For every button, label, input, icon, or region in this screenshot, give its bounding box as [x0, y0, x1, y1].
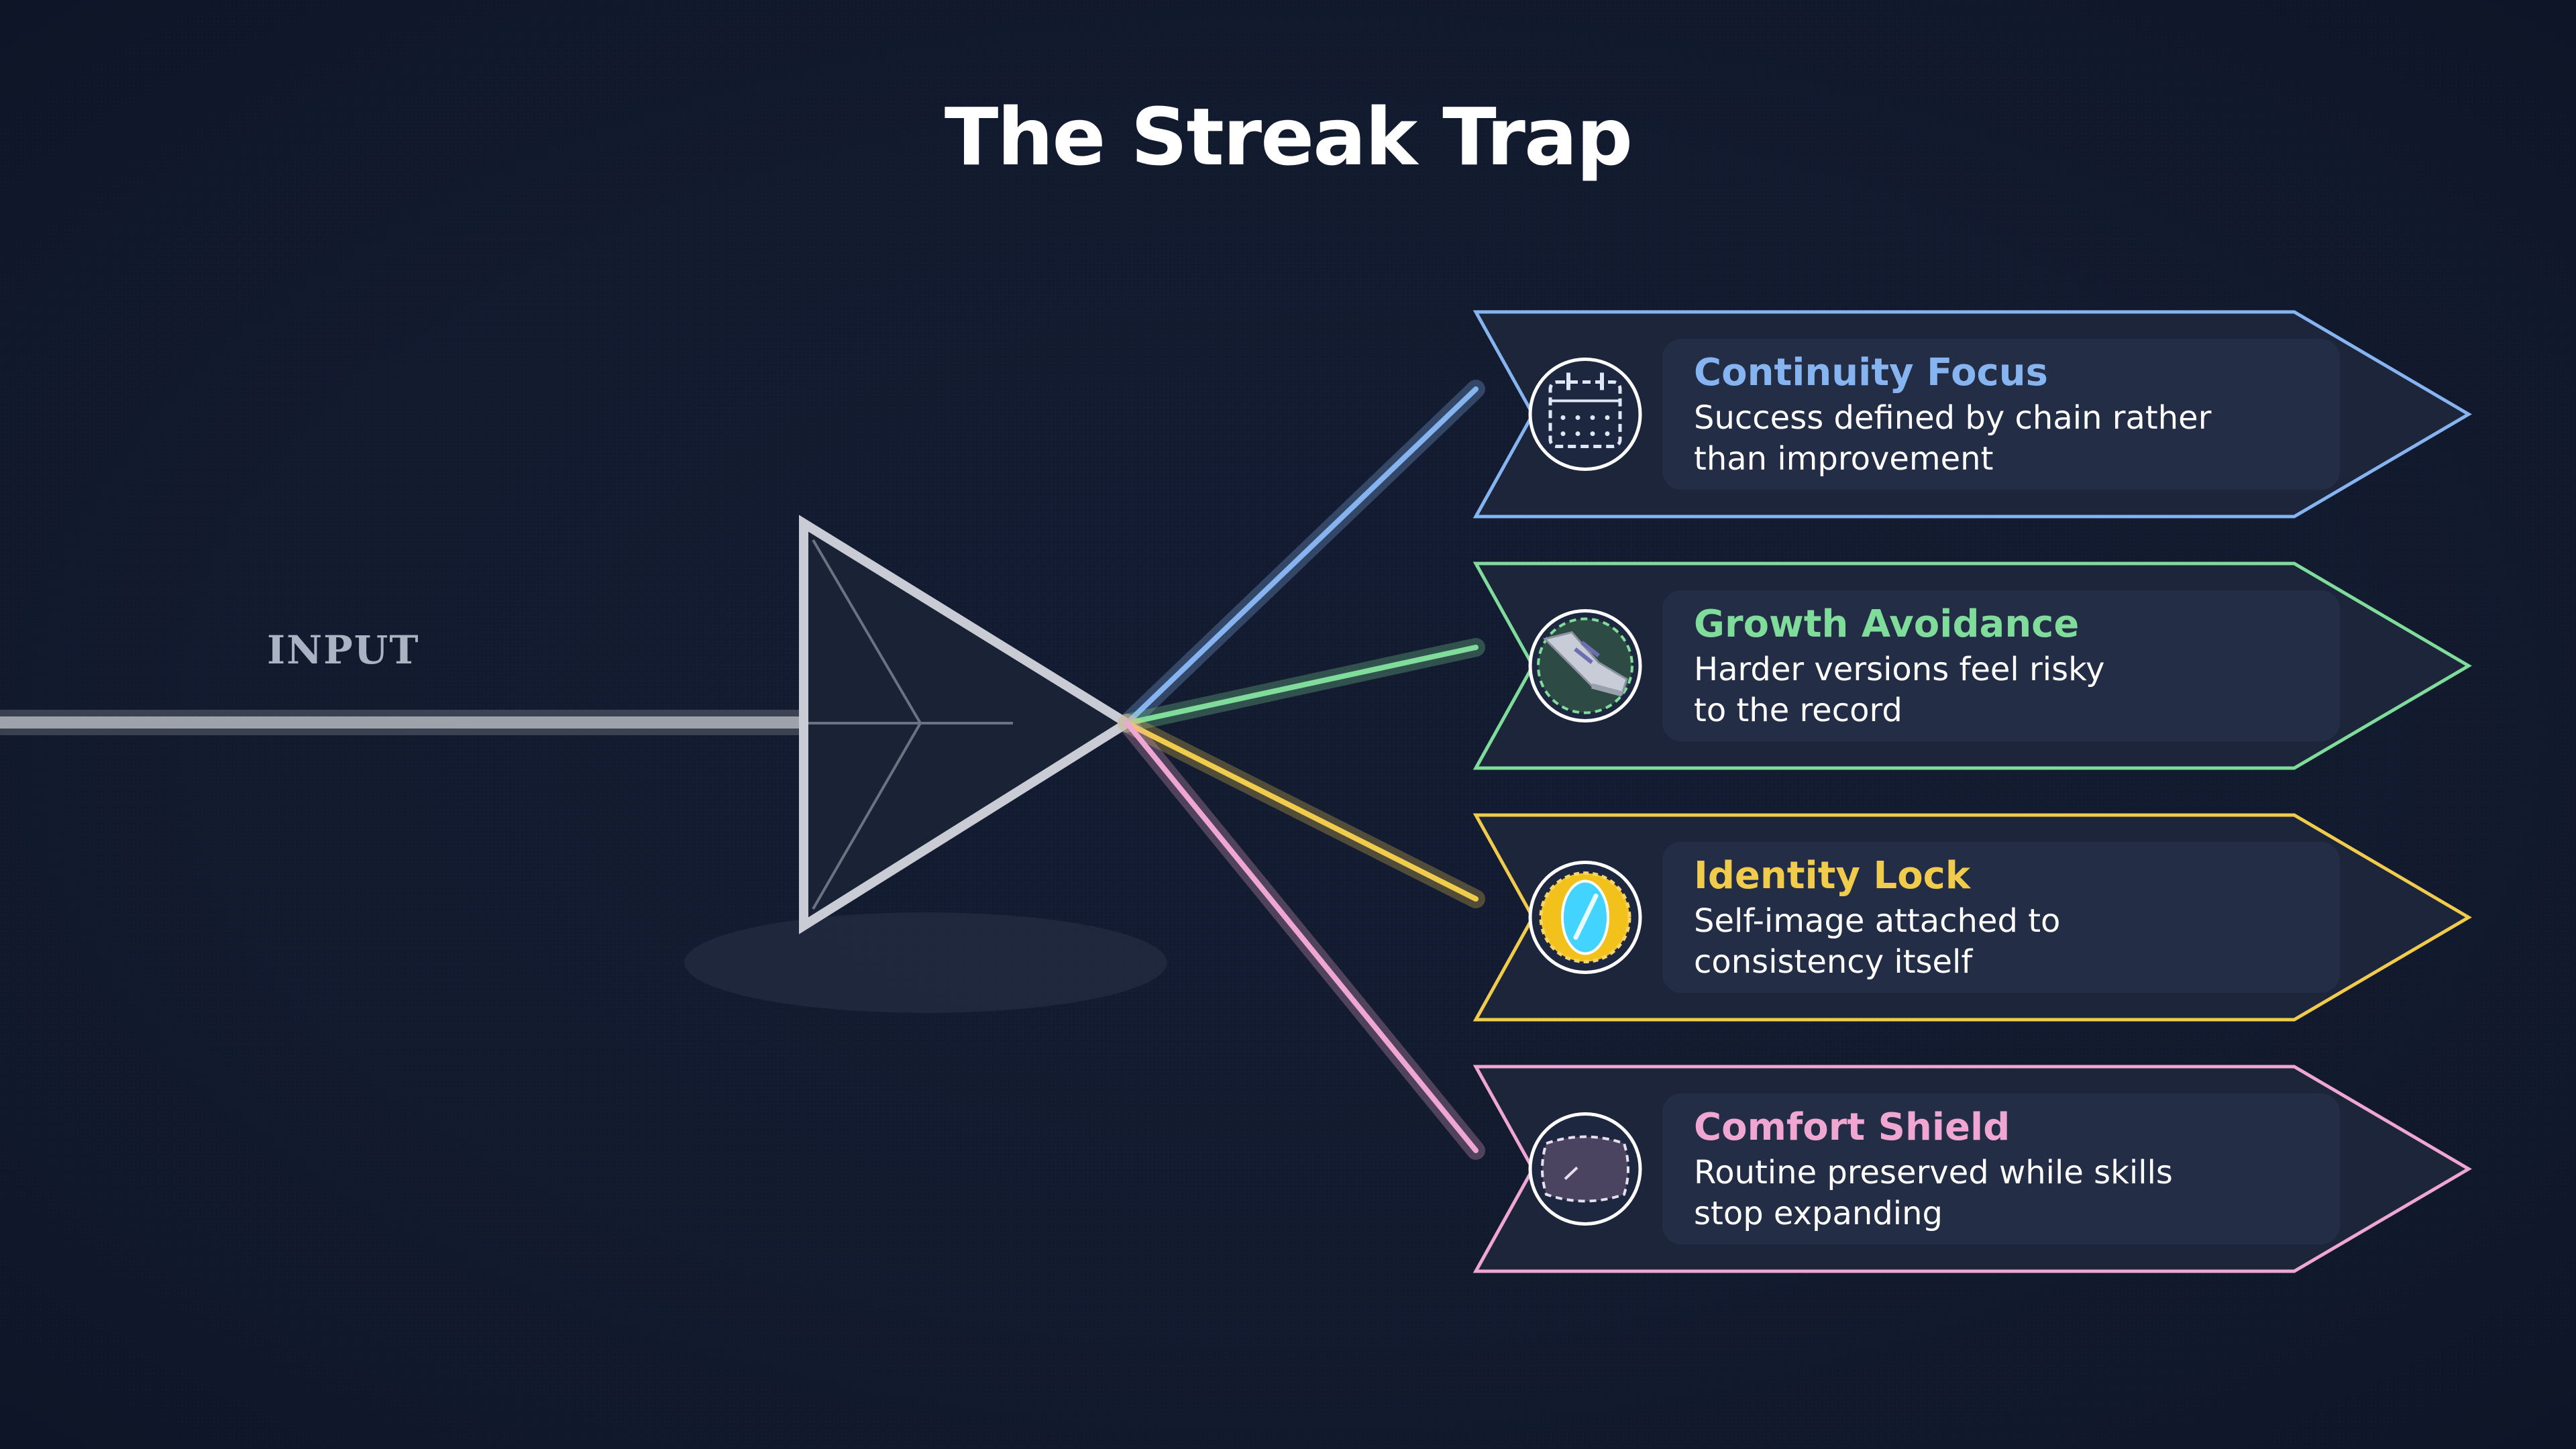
- output-description-line-2: consistency itself: [1694, 943, 1973, 981]
- output-description: Routine preserved while skills stop expan…: [1694, 1152, 2298, 1234]
- input-label: INPUT: [267, 627, 420, 673]
- beam-1: [1124, 386, 1479, 726]
- page-title: The Streak Trap: [944, 91, 1633, 183]
- card-panel-1: [1662, 339, 2340, 490]
- input-beam: [0, 716, 805, 729]
- output-title: Growth Avoidance: [1694, 602, 2080, 646]
- sneaker-icon: [1528, 609, 1642, 722]
- output-description: Harder versions feel risky to the record: [1694, 649, 2298, 731]
- card-panel-2: [1662, 590, 2340, 741]
- calendar-icon: [1528, 358, 1642, 471]
- output-title: Continuity Focus: [1694, 351, 2048, 394]
- card-panel-3: [1662, 842, 2340, 993]
- output-description-line-2: stop expanding: [1694, 1195, 1943, 1232]
- output-title: Comfort Shield: [1694, 1106, 2010, 1149]
- output-description-line-2: to the record: [1694, 692, 1902, 729]
- output-description-line-1: Routine preserved while skills: [1694, 1154, 2173, 1191]
- output-description-line-2: than improvement: [1694, 440, 1994, 478]
- output-beams: [1118, 380, 1485, 1160]
- prism-facet-lower: [812, 722, 922, 910]
- pillow-icon: [1528, 1112, 1642, 1226]
- beam-2: [1124, 645, 1479, 726]
- beam-4: [1124, 720, 1479, 1153]
- output-cards: [1472, 310, 2472, 1273]
- beam-3: [1124, 720, 1479, 902]
- output-title: Identity Lock: [1694, 854, 1971, 898]
- prism-facet-upper: [812, 539, 922, 724]
- output-description-line-1: Harder versions feel risky: [1694, 651, 2105, 688]
- mirror-icon: [1528, 861, 1642, 974]
- prism-shadow: [684, 912, 1167, 1013]
- card-panel-4: [1662, 1093, 2340, 1244]
- output-description-line-1: Self-image attached to: [1694, 902, 2061, 940]
- output-description-line-1: Success defined by chain rather: [1694, 399, 2212, 437]
